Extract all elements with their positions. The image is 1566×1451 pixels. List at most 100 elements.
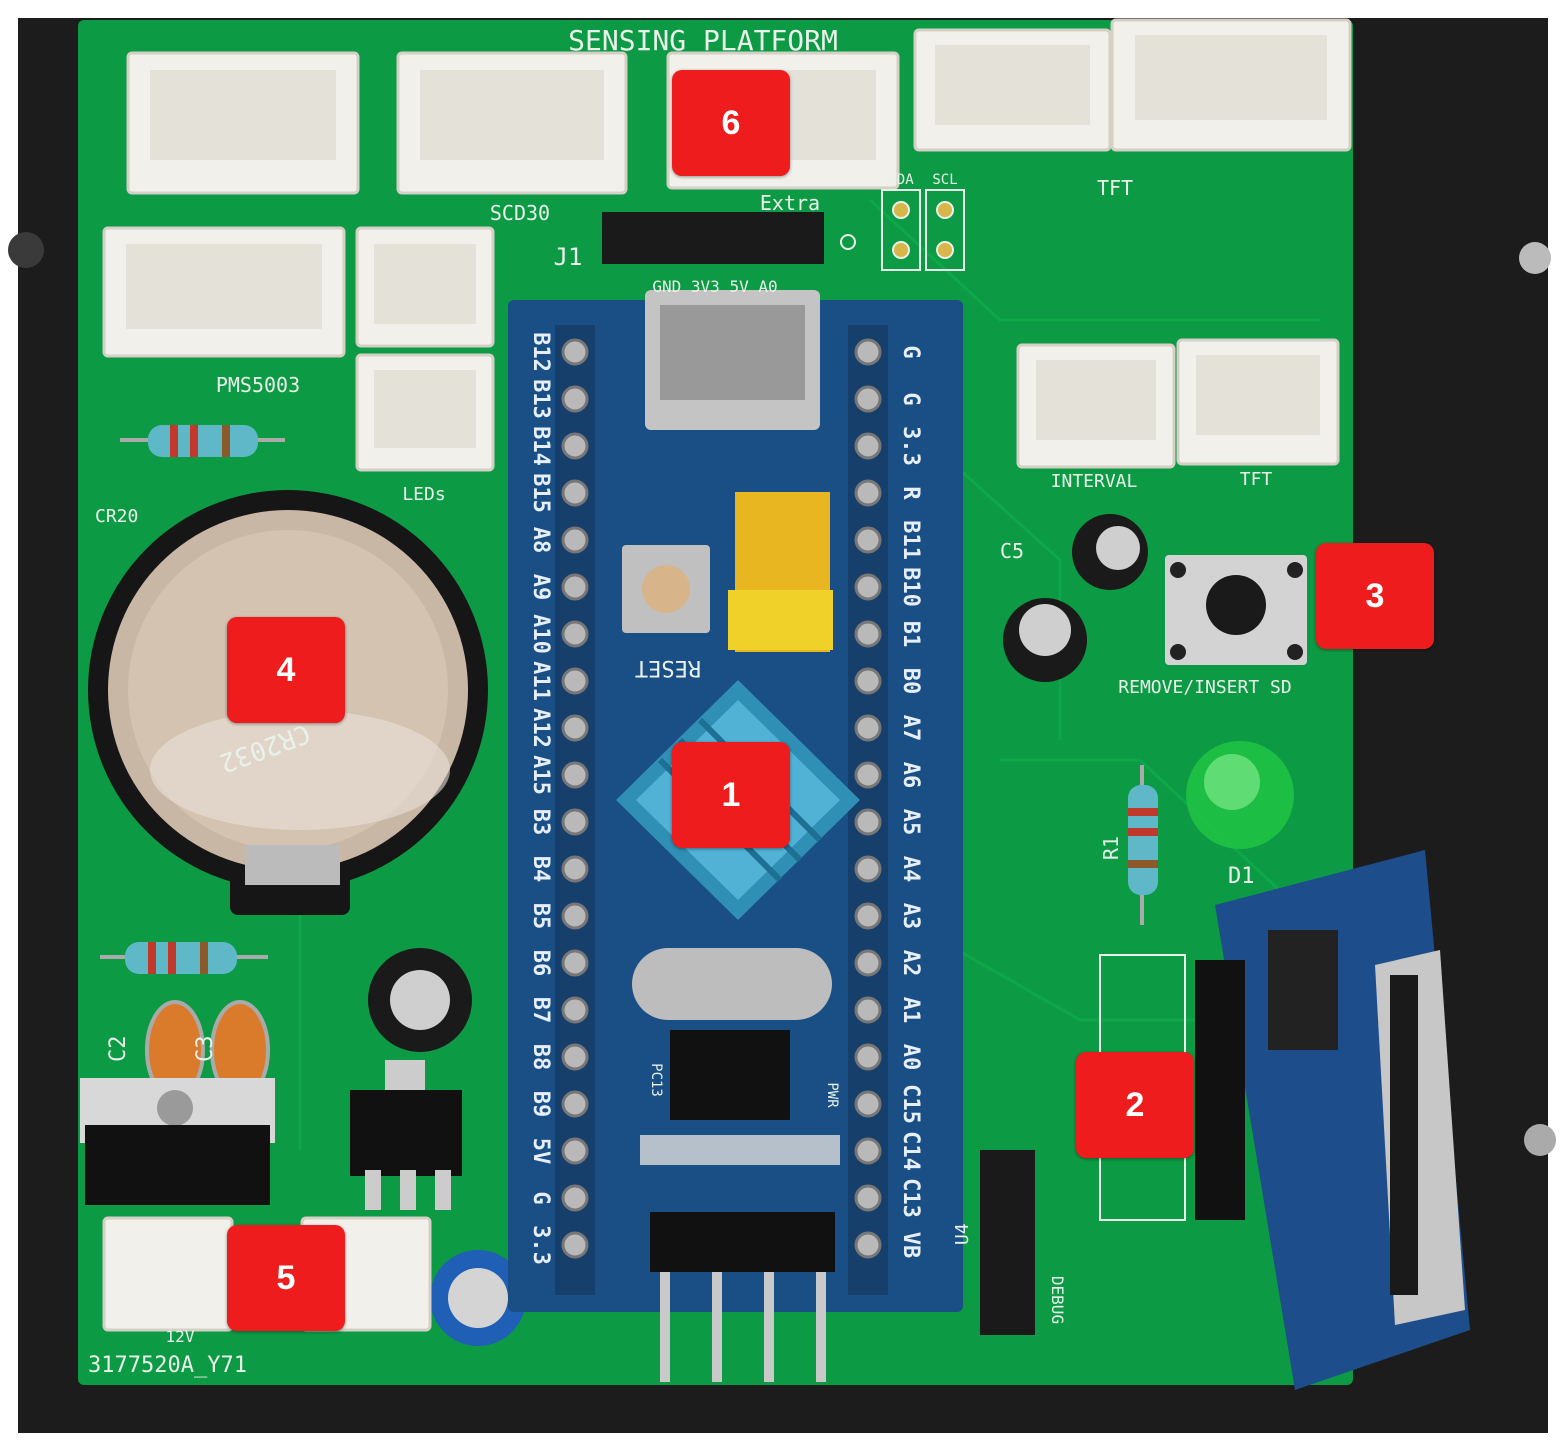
voltage-regulator (80, 1060, 462, 1210)
header-pin (561, 1090, 589, 1118)
label-scl: SCL (932, 172, 957, 188)
header-pin (561, 1231, 589, 1259)
header-pin (854, 855, 882, 883)
mcu-right-pin-label-4: B11 (898, 520, 923, 560)
header-pin (561, 902, 589, 930)
label-c3: C3 (193, 1036, 218, 1063)
mcu-right-pin-label-17: C14 (898, 1131, 923, 1171)
header-pin (561, 714, 589, 742)
mcu-left-pin-label-12: B5 (528, 903, 553, 930)
label-pms: PMS5003 (216, 373, 300, 397)
label-r1: R1 (1099, 836, 1123, 860)
label-debug: DEBUG (1048, 1276, 1067, 1324)
header-pin (561, 385, 589, 413)
mcu-right-pin-label-5: B10 (898, 567, 923, 607)
mcu-right-pin-label-3: R (898, 486, 923, 500)
label-j1-pins: GND 3V3 5V A0 (652, 277, 777, 296)
capacitor-blue (430, 1250, 526, 1346)
label-extra: Extra (760, 191, 820, 215)
screw (1524, 1124, 1556, 1156)
tactile-switch (1165, 555, 1307, 665)
header-pin (561, 338, 589, 366)
marker-6: 6 (672, 70, 790, 176)
serial-number: 3177520A_Y71 (88, 1353, 247, 1378)
marker-1: 1 (672, 742, 790, 848)
label-c5: C5 (1000, 539, 1024, 563)
screw (1519, 242, 1551, 274)
header-pin (854, 573, 882, 601)
mcu-right-pin-label-12: A3 (898, 903, 923, 930)
header-pin (854, 479, 882, 507)
label-pwr: PWR (824, 1082, 840, 1108)
header-pin (854, 1231, 882, 1259)
mcu-right-pin-label-2: 3.3 (898, 426, 923, 466)
marker-5: 5 (227, 1225, 345, 1331)
header-pin (561, 432, 589, 460)
i2c-pads (881, 189, 965, 271)
mcu-left-pin-label-18: G (528, 1191, 553, 1204)
mcu-left-pin-label-2: B14 (528, 426, 553, 466)
mcu-right-pin-label-13: A2 (898, 950, 923, 977)
mcu-left-pin-label-9: A15 (528, 755, 553, 795)
header-pin (561, 479, 589, 507)
ceramic-capacitors (145, 1000, 270, 1100)
mcu-right-pin-label-14: A1 (898, 997, 923, 1024)
pms-leds-connectors (102, 226, 495, 472)
mcu-left-pin-label-14: B7 (528, 997, 553, 1024)
mcu-left-pin-label-8: A12 (528, 708, 553, 748)
header-pin (561, 667, 589, 695)
mcu-left-pin-label-5: A9 (528, 574, 553, 601)
label-tft-top: TFT (1097, 176, 1133, 200)
marker-3: 3 (1316, 543, 1434, 649)
mcu-right-pin-label-19: VB (898, 1232, 923, 1259)
header-pin (561, 808, 589, 836)
mcu-right-pin-label-8: A7 (898, 715, 923, 742)
header-pin (561, 526, 589, 554)
electrolytic-capacitor (1003, 598, 1087, 682)
header-pin (854, 1137, 882, 1165)
screw (8, 232, 44, 268)
label-reset: RESET (635, 655, 701, 680)
label-j1: J1 (554, 243, 583, 271)
resistor-r1 (1128, 765, 1158, 925)
header-pin (854, 996, 882, 1024)
sd-card-module (1195, 850, 1470, 1390)
mcu-left-pin-label-10: B3 (528, 809, 553, 836)
header-pin (561, 855, 589, 883)
mcu-right-pin-label-16: C15 (898, 1084, 923, 1124)
header-pin (561, 1137, 589, 1165)
label-tft-right: TFT (1240, 469, 1273, 490)
mcu-right-pin-label-6: B1 (898, 621, 923, 648)
header-pin (854, 620, 882, 648)
header-pin (561, 1184, 589, 1212)
header-pin (854, 1184, 882, 1212)
header-pin (561, 1043, 589, 1071)
resistor (100, 942, 268, 974)
mcu-left-pin-label-3: B15 (528, 473, 553, 513)
mcu-right-pin-label-1: G (898, 392, 923, 405)
header-pin (561, 620, 589, 648)
mcu-left-pin-labels: B12B13B14B15A8A9A10A11A12A15B3B4B5B6B7B8… (528, 332, 553, 1265)
mcu-left-pin-label-4: A8 (528, 527, 553, 554)
header-pin (854, 902, 882, 930)
mcu-right-pin-label-11: A4 (898, 856, 923, 883)
header-pin (561, 949, 589, 977)
mcu-right-pin-label-7: B0 (898, 668, 923, 695)
label-interval: INTERVAL (1051, 471, 1138, 492)
label-cr: CR20 (95, 506, 138, 527)
resistor (120, 425, 285, 457)
label-12v: 12V (166, 1327, 195, 1346)
header-pin (854, 714, 882, 742)
board-title: SENSING PLATFORM (568, 24, 838, 57)
header-pin (854, 526, 882, 554)
mcu-header-pins (561, 338, 882, 1259)
mcu-left-pin-label-0: B12 (528, 332, 553, 372)
pcb-traces (298, 198, 1320, 1150)
label-scd30: SCD30 (490, 201, 550, 225)
label-u4: U4 (952, 1223, 973, 1245)
label-sda: SDA (888, 172, 914, 188)
mcu-left-pin-label-19: 3.3 (528, 1225, 553, 1265)
header-pin (854, 338, 882, 366)
header-pin (854, 761, 882, 789)
